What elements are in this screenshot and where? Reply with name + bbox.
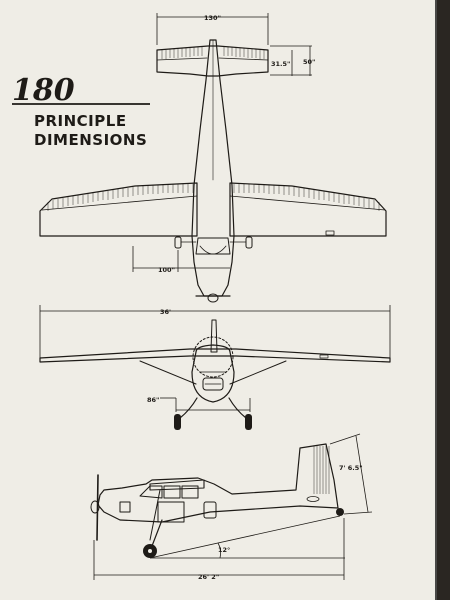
- heading-line-1: PRINCIPLE: [34, 112, 127, 130]
- front-wing: [39, 348, 391, 363]
- side-wheel-hub: [148, 549, 152, 553]
- ground-angle-arc: [217, 542, 222, 559]
- side-wing: [149, 479, 205, 491]
- rear-window: [203, 501, 217, 519]
- cabin-door: [157, 501, 185, 523]
- cowl-curve: [199, 245, 227, 255]
- height-label: 7' 6.5": [339, 464, 363, 472]
- tail-wheel: [336, 508, 344, 516]
- top-view-dimensions: 130" 31.5" 50" 100": [132, 13, 315, 274]
- left-wing: [39, 182, 198, 237]
- ground-angle-line: [149, 515, 341, 559]
- ground-angle-label: 12°: [218, 546, 230, 554]
- title-block: 180 PRINCIPLE DIMENSIONS: [12, 73, 150, 149]
- horizontal-stabilizer: [156, 45, 269, 77]
- left-wing-aileron-line: [41, 195, 198, 211]
- right-main-wheel-top: [245, 236, 253, 249]
- right-wing-aileron-line: [229, 195, 386, 211]
- stabilizer-chord-label: 50": [303, 58, 315, 66]
- right-wing: [229, 182, 387, 237]
- cowl-intake: [202, 377, 224, 391]
- elevator-hinge-left: [156, 57, 208, 61]
- wing-span-label: 36': [160, 308, 171, 316]
- side-window-1: [163, 485, 181, 499]
- left-main-wheel: [174, 414, 181, 430]
- right-gear-leg: [228, 397, 247, 419]
- spinner-top: [207, 293, 219, 303]
- windshield-top: [195, 237, 231, 255]
- propeller-arc: [192, 336, 234, 378]
- right-main-wheel: [245, 414, 252, 430]
- paper-sheet: [0, 0, 437, 600]
- side-view: 12° 7' 6.5" 26' 2": [90, 433, 373, 581]
- elevator-chord-label: 31.5": [271, 60, 290, 68]
- left-gear-leg: [179, 397, 198, 419]
- side-strut: [149, 489, 161, 541]
- elevator-hinge-right: [218, 57, 269, 61]
- main-gear-offset-label: 100": [158, 266, 175, 274]
- propeller-side: [96, 474, 99, 541]
- length-label: 26' 2": [198, 573, 219, 581]
- side-window-2: [181, 485, 199, 499]
- wingtip-light: [325, 230, 335, 236]
- side-gear-leg: [151, 519, 163, 547]
- tail-hatching: [313, 446, 330, 494]
- stabilizer-span-label: 130": [204, 14, 221, 22]
- front-wingtip-light: [319, 354, 329, 359]
- front-vertical-tail: [210, 319, 218, 353]
- front-view: 36' 86": [39, 305, 391, 430]
- stabilizer-profile: [306, 496, 320, 502]
- side-fuselage: [97, 443, 339, 523]
- top-view: [39, 39, 387, 303]
- left-main-wheel-top: [174, 236, 182, 249]
- left-wing-strut: [139, 360, 197, 385]
- cowl-access-panel: [119, 501, 131, 513]
- front-width-label: 86": [147, 396, 159, 404]
- wing-hatching: [47, 184, 380, 211]
- stabilizer-hatching: [161, 47, 265, 59]
- right-wing-strut: [229, 360, 287, 385]
- front-fuselage: [191, 344, 235, 403]
- spinner-side: [90, 500, 100, 514]
- model-number: 180: [12, 73, 75, 108]
- windshield-side: [139, 485, 163, 499]
- heading-line-2: DIMENSIONS: [34, 131, 147, 149]
